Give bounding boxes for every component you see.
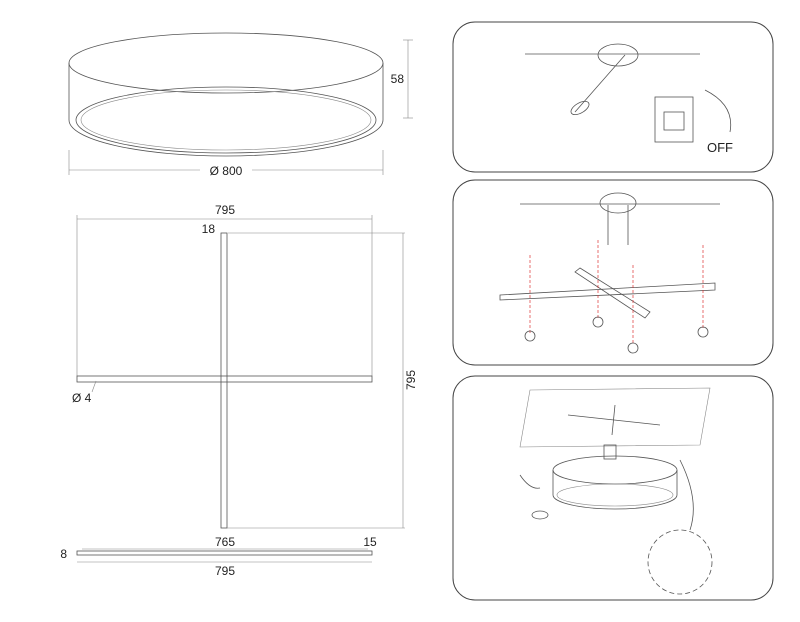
- diameter-label: Ø 800: [210, 164, 243, 178]
- step-1-panel: OFF: [452, 21, 774, 173]
- bracket-width-label: 795: [215, 203, 235, 217]
- total-length-label: 795: [215, 564, 235, 578]
- offset-label: 18: [202, 222, 216, 236]
- height-dimension: 58: [391, 39, 413, 119]
- end-label: 15: [363, 535, 377, 549]
- hole-label: Ø 4: [72, 391, 92, 405]
- height-label: 58: [391, 72, 405, 86]
- off-label: OFF: [707, 140, 733, 155]
- thickness-label: 8: [60, 547, 67, 561]
- bracket-height-label: 795: [404, 370, 418, 390]
- diameter-dimension: Ø 800: [68, 150, 384, 178]
- step-3-panel: [452, 375, 774, 601]
- inner-length-label: 765: [215, 535, 235, 549]
- lamp-perspective: [68, 32, 384, 157]
- profile-drawing: 765 15 8 795: [60, 535, 377, 578]
- bracket-drawing: 795 18 795 Ø 4: [72, 203, 418, 529]
- step-2-panel: [452, 179, 774, 366]
